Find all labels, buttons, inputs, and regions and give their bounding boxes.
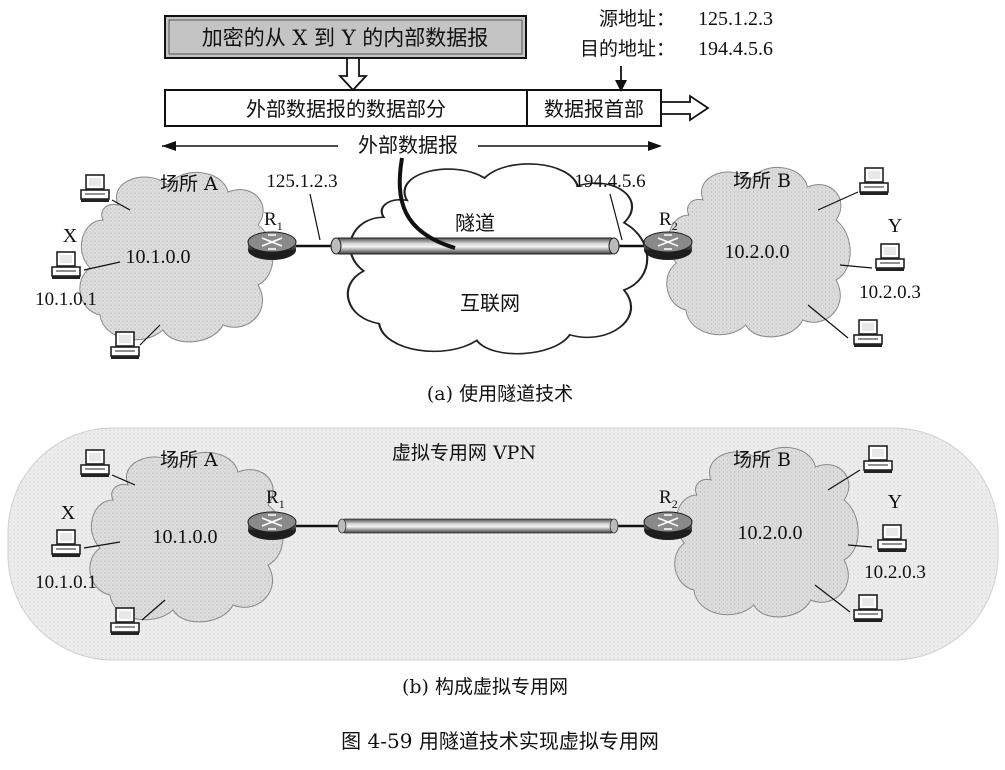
src-address-value: 125.1.2.3 — [698, 8, 773, 30]
inner-datagram-box: 加密的从 X 到 Y 的内部数据报 — [164, 15, 527, 59]
down-arrow-icon — [337, 57, 369, 92]
host-y-label: Y — [888, 215, 902, 237]
host-x-ip: 10.1.0.1 — [35, 572, 97, 593]
host-y-ip: 10.2.0.3 — [859, 282, 921, 303]
inner-datagram-label: 加密的从 X 到 Y 的内部数据报 — [202, 26, 489, 50]
router-r2-label: R2 — [659, 209, 678, 233]
internet-label: 互联网 — [460, 291, 520, 315]
router-r2-label: R2 — [659, 487, 678, 511]
site-b-label: 场所 B — [733, 449, 791, 471]
site-b-cloud: 10.2.0.0 — [674, 446, 859, 618]
tunnel-label: 隧道 — [455, 211, 495, 235]
host-y-computer-icon — [875, 243, 905, 272]
router-r2-icon — [643, 231, 693, 261]
host-y-label: Y — [888, 491, 902, 513]
host-computer-icon — [859, 167, 889, 196]
vpn-tunnel-pipe — [337, 518, 619, 534]
outer-datagram-span: 外部数据报 — [162, 133, 662, 157]
router-r2-icon — [643, 511, 693, 541]
outer-payload-label: 外部数据报的数据部分 — [246, 97, 446, 121]
vpn-label: 虚拟专用网 VPN — [392, 442, 536, 464]
diagram-b: 虚拟专用网 VPN 10.1.0.0 场所 A 10.2.0.0 场所 B R1… — [7, 427, 999, 698]
host-y-ip: 10.2.0.3 — [864, 562, 926, 583]
site-a-network: 10.1.0.0 — [153, 526, 218, 548]
site-a-label: 场所 A — [160, 449, 218, 471]
r1-public-ip: 125.1.2.3 — [266, 171, 337, 192]
host-computer-icon — [853, 319, 883, 348]
host-computer-icon — [80, 174, 110, 203]
caption-a: (a) 使用隧道技术 — [427, 383, 573, 405]
outer-header-label: 数据报首部 — [544, 97, 644, 121]
diagram-a: 互联网 10.1.0.0 场所 A 10.2.0.0 场所 B 隧道 — [35, 157, 921, 405]
host-y-computer-icon — [877, 524, 907, 553]
address-fields: 源地址： 125.1.2.3 目的地址： 194.4.5.6 — [580, 8, 773, 92]
host-x-computer-icon — [51, 251, 81, 280]
router-r1-label: R1 — [266, 487, 285, 511]
right-arrow-icon — [662, 94, 710, 122]
site-a-cloud: 10.1.0.0 — [89, 451, 284, 623]
site-b-network: 10.2.0.0 — [738, 522, 803, 544]
tunnel-pipe: 隧道 — [330, 211, 620, 255]
site-b-cloud: 10.2.0.0 — [666, 166, 851, 338]
dst-address-value: 194.4.5.6 — [698, 38, 773, 60]
host-x-label: X — [63, 225, 78, 247]
site-b-label: 场所 B — [733, 170, 791, 192]
site-a-network: 10.1.0.0 — [126, 246, 191, 268]
site-a-label: 场所 A — [160, 173, 218, 195]
outer-datagram-box: 外部数据报的数据部分 数据报首部 — [164, 89, 662, 127]
r2-public-ip: 194.4.5.6 — [574, 171, 645, 192]
caption-b: (b) 构成虚拟专用网 — [402, 676, 568, 698]
host-computer-icon — [853, 594, 883, 623]
figure-caption: 图 4-59 用隧道技术实现虚拟专用网 — [341, 729, 659, 753]
router-r1-icon — [247, 511, 297, 541]
site-b-network: 10.2.0.0 — [725, 241, 790, 263]
internet-cloud: 互联网 — [346, 162, 649, 355]
outer-datagram-label: 外部数据报 — [358, 133, 458, 157]
host-x-label: X — [61, 502, 76, 524]
src-address-label: 源地址： — [599, 8, 675, 30]
site-a-cloud: 10.1.0.0 — [79, 171, 274, 343]
dst-address-label: 目的地址： — [580, 38, 675, 60]
host-computer-icon — [863, 445, 893, 474]
router-r1-label: R1 — [264, 209, 283, 233]
router-r1-icon — [247, 231, 297, 261]
host-x-ip: 10.1.0.1 — [35, 289, 97, 310]
